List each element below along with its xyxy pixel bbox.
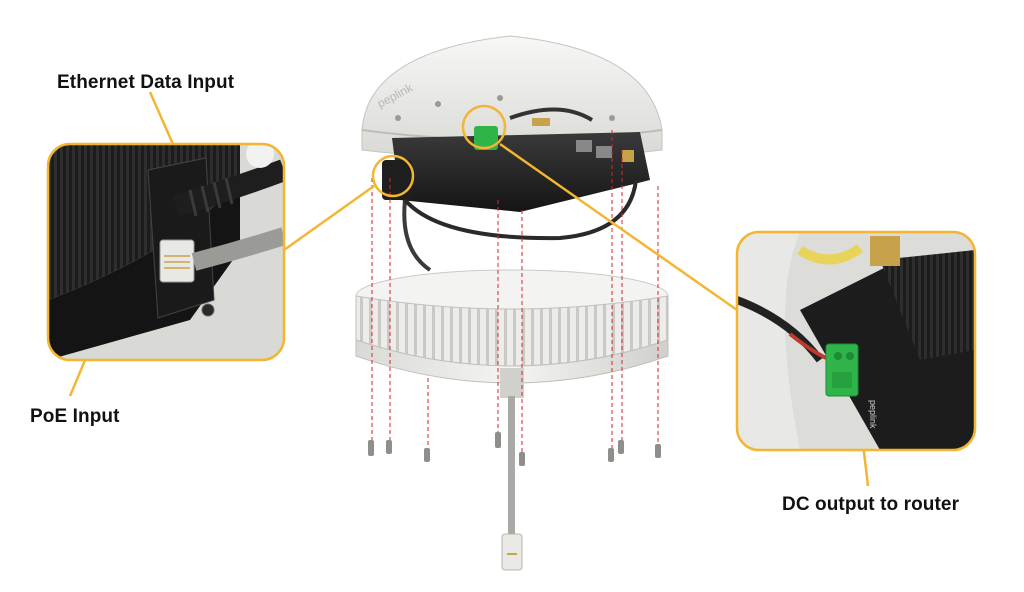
router-module: [382, 118, 650, 212]
poe-injector: [382, 160, 412, 200]
zoom-inset-dc: peplink: [735, 230, 977, 452]
alignment-guides: [371, 130, 659, 452]
highlight-circle-poe: [371, 154, 415, 198]
highlight-circle-dc: [461, 104, 507, 150]
ethernet-cable: [501, 396, 523, 571]
ethernet-data-input-label: Ethernet Data Input: [57, 72, 235, 93]
screws: [368, 432, 661, 466]
zoom-inset-poe: [46, 142, 286, 362]
dc-output-label: DC output to router: [782, 494, 960, 515]
heatsink-base: [355, 269, 669, 398]
inset-brand-text: peplink: [868, 400, 878, 429]
dome-cover: peplink: [361, 35, 663, 160]
poe-input-label: PoE Input: [30, 406, 120, 427]
terminal-block-top: [474, 126, 498, 150]
cables: [402, 107, 638, 272]
